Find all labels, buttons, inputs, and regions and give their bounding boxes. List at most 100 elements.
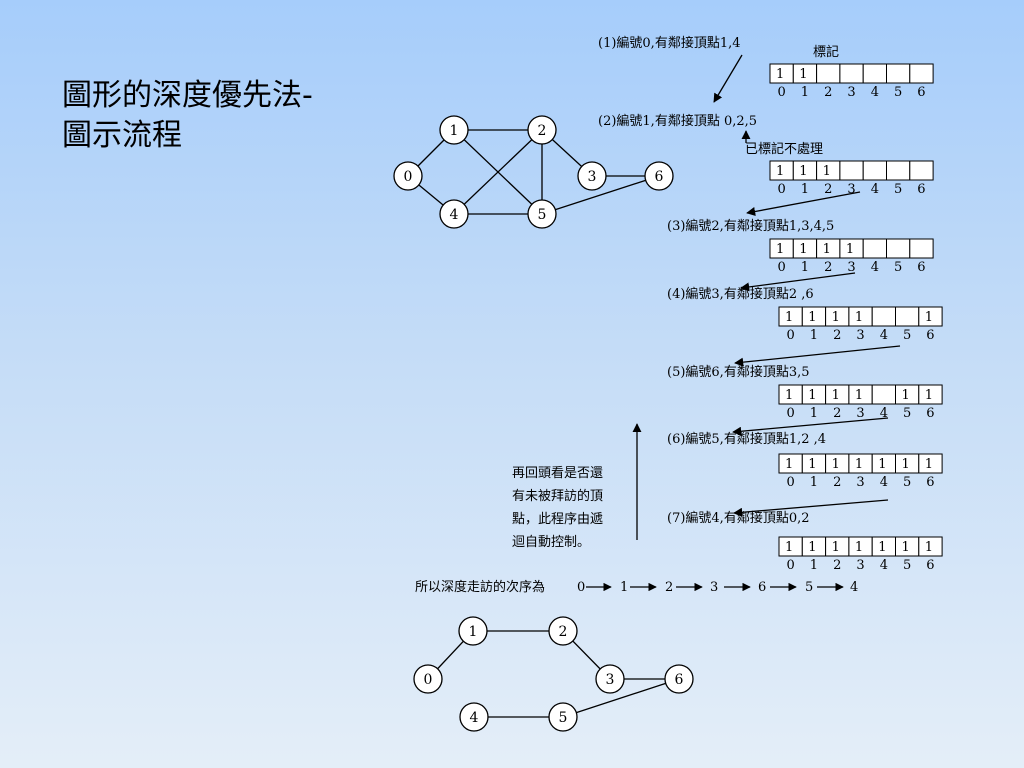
array-index-label: 3 <box>847 85 855 100</box>
array-index-label: 5 <box>894 182 902 197</box>
array-index-label: 5 <box>894 85 902 100</box>
array-cell-value: 1 <box>925 457 933 472</box>
array-index-label: 1 <box>810 475 818 490</box>
array-index-label: 2 <box>824 85 832 100</box>
array-index-label: 6 <box>926 328 934 343</box>
slide-title: 圖形的深度優先法- 圖示流程 <box>62 76 362 156</box>
array-cell-value: 1 <box>808 540 816 555</box>
array-index-label: 6 <box>917 260 925 275</box>
array-cell-value: 1 <box>832 388 840 403</box>
array-index-label: 0 <box>778 85 786 100</box>
arrow-step5-to-6 <box>732 417 889 436</box>
array-index-label: 0 <box>778 182 786 197</box>
svg-text:0: 0 <box>424 672 433 688</box>
array-index-label: 0 <box>778 260 786 275</box>
step-4-text: (4)編號3,有鄰接頂點2 ,6 <box>667 286 814 302</box>
svg-text:4: 4 <box>470 710 479 726</box>
array-index-label: 1 <box>801 260 809 275</box>
array-cell-value: 1 <box>785 388 793 403</box>
array-index-label: 0 <box>787 328 795 343</box>
array-index-label: 3 <box>847 182 855 197</box>
array-index-label: 4 <box>880 406 888 421</box>
svg-text:5: 5 <box>538 207 547 223</box>
array-index-label: 2 <box>833 406 841 421</box>
array-cell <box>886 160 911 181</box>
traversal-sequence: 所以深度走訪的次序為 0 1 2 3 6 5 4 <box>415 579 858 595</box>
graph-node-3: 3 <box>577 161 607 191</box>
array-cell-value: 1 <box>902 388 910 403</box>
tree-node-4: 4 <box>459 702 489 732</box>
seq-node-3: 3 <box>710 580 718 595</box>
array-index-label: 3 <box>856 475 864 490</box>
graph-node-6: 6 <box>644 161 674 191</box>
array-cell-value: 1 <box>776 67 784 82</box>
seq-node-0: 0 <box>577 580 585 595</box>
tree-nodes: 1 2 0 3 6 4 5 <box>413 616 694 732</box>
step-2-text: (2)編號1,有鄰接頂點 0,2,5 <box>598 113 757 129</box>
tree-node-0: 0 <box>413 664 443 694</box>
step-6-text: (6)編號5,有鄰接頂點1,2 ,4 <box>667 431 826 447</box>
array-cell-value: 1 <box>832 310 840 325</box>
array-index-label: 4 <box>871 260 879 275</box>
arrow-step2-to-3 <box>746 191 861 216</box>
array-index-label: 2 <box>824 260 832 275</box>
tree-node-3: 3 <box>595 664 625 694</box>
array-index-label: 0 <box>787 406 795 421</box>
tree-node-6: 6 <box>664 664 694 694</box>
array-cell <box>871 384 897 405</box>
array-cell-value: 1 <box>808 388 816 403</box>
svg-text:6: 6 <box>675 672 684 688</box>
array-cell-value: 1 <box>785 457 793 472</box>
array-cell-value: 1 <box>832 457 840 472</box>
array-cell <box>918 453 943 474</box>
array-cell-value: 1 <box>799 242 807 257</box>
array-cell-value: 1 <box>832 540 840 555</box>
seq-node-1: 1 <box>620 580 628 595</box>
array-index-label: 3 <box>856 328 864 343</box>
graph <box>407 129 660 215</box>
array-index-label: 6 <box>926 558 934 573</box>
array-cell-value: 1 <box>823 242 831 257</box>
array-cell <box>871 306 897 327</box>
array-index-label: 1 <box>810 406 818 421</box>
array-index-label: 3 <box>847 260 855 275</box>
array-index-label: 1 <box>801 85 809 100</box>
flow-arrows <box>632 54 901 540</box>
array-index-label: 5 <box>903 328 911 343</box>
array-index-label: 2 <box>833 558 841 573</box>
svg-text:0: 0 <box>404 169 413 185</box>
array-cell-value: 1 <box>776 242 784 257</box>
array-cell <box>909 238 934 259</box>
note-line-2: 有未被拜訪的頂 <box>512 489 604 504</box>
array-index-label: 4 <box>871 182 879 197</box>
tree-node-5: 5 <box>548 702 578 732</box>
array-index-label: 1 <box>810 558 818 573</box>
array-cell <box>816 63 841 84</box>
graph-node-2: 2 <box>527 115 557 145</box>
array-cell-value: 1 <box>776 164 784 179</box>
seq-node-2: 2 <box>665 580 673 595</box>
array-cell <box>918 306 943 327</box>
array-cell-value: 1 <box>878 457 886 472</box>
array-cell-value: 1 <box>799 164 807 179</box>
array-index-label: 1 <box>801 182 809 197</box>
svg-text:1: 1 <box>450 123 459 139</box>
array-cell-value: 1 <box>823 164 831 179</box>
array-index-label: 0 <box>787 558 795 573</box>
tree-node-1: 1 <box>458 616 488 646</box>
array-cell-value: 1 <box>925 540 933 555</box>
step-5-text: (5)編號6,有鄰接頂點3,5 <box>667 364 810 380</box>
array-cell-value: 1 <box>855 540 863 555</box>
seq-node-5: 5 <box>805 580 813 595</box>
array-cell-value: 1 <box>902 540 910 555</box>
sequence-prefix: 所以深度走訪的次序為 <box>415 579 545 595</box>
title-line-1: 圖形的深度優先法- <box>62 78 313 113</box>
array-cell-value: 1 <box>846 242 854 257</box>
step-7-text: (7)編號4,有鄰接頂點0,2 <box>667 510 810 526</box>
svg-text:4: 4 <box>450 207 459 223</box>
